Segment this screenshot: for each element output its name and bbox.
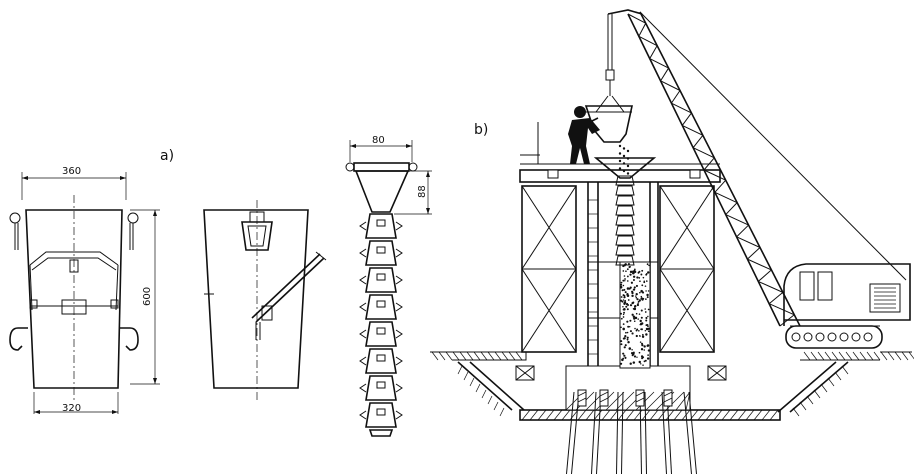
chute-segments: 80 88 [345,135,432,437]
label-part-a: a) [160,148,174,164]
dim-top-width: 360 [62,166,81,177]
dim-bottom-width: 320 [62,403,81,414]
dim-hopper-width: 80 [372,135,385,146]
crane [584,9,911,349]
bucket-side-view [203,200,327,400]
dim-hopper-height: 88 [417,185,428,198]
worker-figure [568,106,600,164]
label-part-b: b) [474,122,488,138]
construction-scene [430,9,914,474]
dim-height: 600 [142,287,153,306]
bucket-front-view: 360 320 600 [9,166,160,414]
